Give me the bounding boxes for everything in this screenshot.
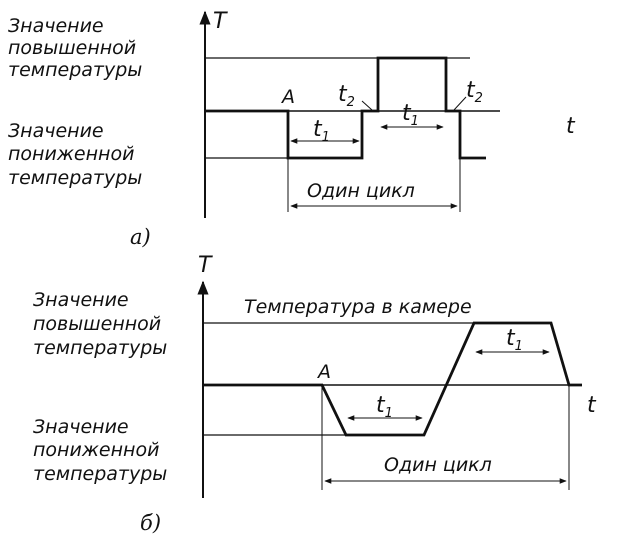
b-point-a: A	[316, 361, 331, 383]
a-t2-right-leader	[453, 96, 467, 111]
a-caption: а)	[130, 225, 151, 249]
b-chamber-label: Температура в камере	[244, 296, 472, 318]
a-y-axis-label: T	[213, 9, 228, 34]
b-cycle-label: Один цикл	[384, 454, 492, 476]
a-low-temp-label: Значение пониженной температуры	[8, 120, 142, 189]
a-t2-left-leader	[361, 100, 373, 111]
a-x-axis-label: t	[566, 114, 576, 139]
b-chamber-temperature-curve	[203, 321, 582, 437]
a-high-temp-label: Значение повышенной температуры	[8, 15, 142, 81]
b-caption: б)	[140, 511, 161, 535]
a-t1-high-label: t1	[402, 101, 419, 129]
b-t1-high-label: t1	[506, 326, 523, 354]
b-t1-low-label: t1	[376, 393, 393, 421]
b-high-temp-label: Значение повышенной температуры	[33, 289, 167, 359]
a-t2-right-label: t2	[466, 78, 483, 106]
a-t1-low-label: t1	[313, 117, 330, 145]
a-point-a: A	[280, 86, 295, 108]
diagram-a: Значение повышенной температуры Значение…	[8, 9, 576, 249]
b-y-axis-label: T	[198, 253, 213, 278]
b-low-temp-label: Значение пониженной температуры	[33, 416, 167, 485]
a-temperature-waveform	[205, 56, 486, 160]
diagram-b: Значение повышенной температуры Значение…	[33, 253, 597, 535]
b-x-axis-label: t	[587, 393, 597, 418]
a-cycle-label: Один цикл	[307, 180, 415, 202]
a-t2-left-label: t2	[338, 82, 355, 110]
